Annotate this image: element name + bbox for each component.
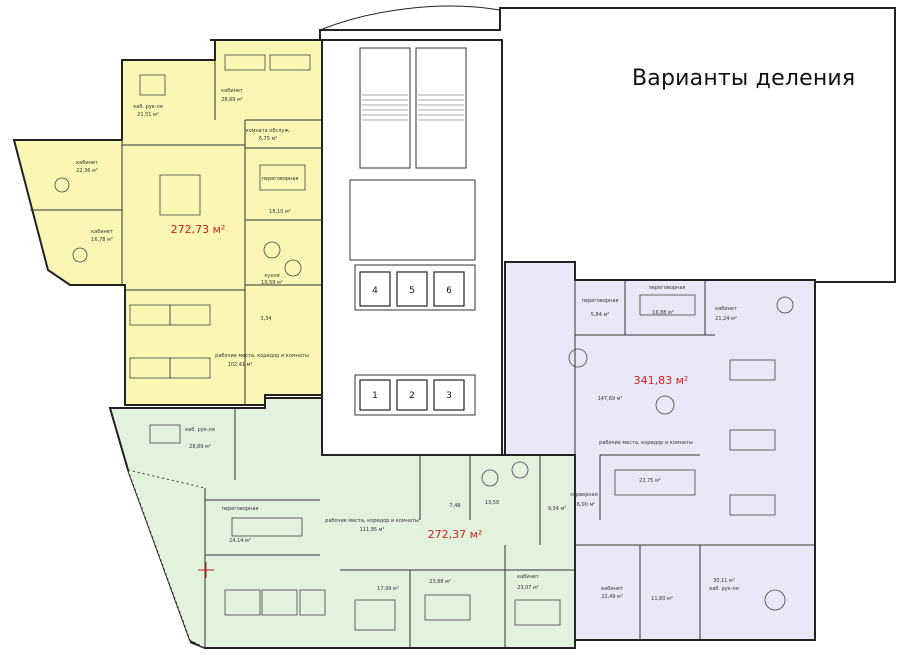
zone-green-furniture xyxy=(149,424,561,631)
room-area: 28,89 м² xyxy=(189,444,211,450)
elevator-label: 1 xyxy=(372,391,378,401)
room-area: 9,34 м² xyxy=(548,506,567,512)
room-name: переговорная xyxy=(262,176,299,182)
room-name: кухня xyxy=(264,273,279,279)
room-name: переговорная xyxy=(222,506,259,512)
zone-yellow-fill xyxy=(12,39,323,406)
room-name: каб. рук-ля xyxy=(133,104,163,110)
room-area: 30,11 м² xyxy=(713,578,735,584)
zone-yellow-walls xyxy=(30,60,322,405)
zone-green-walls xyxy=(204,408,575,648)
room-area: 7,48 xyxy=(449,503,460,509)
room-name: рабочие места, коридор и комнаты xyxy=(599,440,693,446)
room-area: 17,99 м² xyxy=(377,586,399,592)
room-name: кабинет xyxy=(517,574,539,580)
room-name: серверная xyxy=(570,492,598,498)
room-area: 23,07 м² xyxy=(517,585,539,591)
room-area: 6,00 м² xyxy=(577,502,596,508)
room-area: 22,49 м² xyxy=(601,594,623,600)
zone-violet-walls xyxy=(574,280,815,640)
room-name: кабинет xyxy=(601,586,623,592)
terrace-hatch xyxy=(127,469,206,649)
room-area: 111,95 м² xyxy=(360,527,385,533)
room-area: 22,75 м² xyxy=(639,478,661,484)
room-area: 22,36 м² xyxy=(76,168,98,174)
core: 4 5 6 1 2 3 xyxy=(321,39,503,456)
room-name: кабинет xyxy=(76,160,98,166)
room-area: 21,24 м² xyxy=(715,316,737,322)
elevator-label: 3 xyxy=(446,391,452,401)
stair-steps xyxy=(362,94,464,121)
zone-green xyxy=(108,397,576,649)
room-area: 24,14 м² xyxy=(229,538,251,544)
room-area: 147,69 м² xyxy=(598,396,623,402)
room-area: 11,60 м² xyxy=(651,596,673,602)
room-area: 18,10 м² xyxy=(269,209,291,215)
room-name: переговорная xyxy=(649,285,686,291)
zone-yellow xyxy=(12,39,323,406)
elevator-label: 2 xyxy=(409,391,415,401)
room-area: 16,78 м² xyxy=(91,237,113,243)
room-area: 21,51 м² xyxy=(137,112,159,118)
room-name: рабочие места, коридор и комнаты xyxy=(325,518,419,524)
zone-total-yellow: 272,73 м² xyxy=(171,223,226,236)
room-name: каб. рук-ля xyxy=(185,427,215,433)
room-name: кабинет xyxy=(221,88,243,94)
elevator-label: 4 xyxy=(372,286,378,296)
room-area: 102,41 м² xyxy=(228,362,253,368)
room-area: 10,59 м² xyxy=(261,280,283,286)
room-name: каб. рук-ля xyxy=(709,586,739,592)
room-area: 3,34 xyxy=(260,316,271,322)
zone-yellow-furniture xyxy=(54,54,311,379)
zone-violet-furniture xyxy=(568,294,794,611)
room-name: переговорная xyxy=(582,298,619,304)
zone-violet xyxy=(504,261,816,641)
elevator-label: 5 xyxy=(409,286,415,296)
zone-total-violet: 341,83 м² xyxy=(634,374,689,387)
room-area: 28,69 м² xyxy=(221,97,243,103)
room-area: 23,88 м² xyxy=(429,579,451,585)
room-name: комната обслуж. xyxy=(246,128,291,134)
room-name: рабочие места, коридор и комнаты xyxy=(215,353,309,359)
room-area: 6,75 м² xyxy=(259,136,278,142)
room-labels: каб. рук-ля 21,51 м² кабинет 28,69 м² ко… xyxy=(76,88,739,602)
elevator-label: 6 xyxy=(446,286,452,296)
room-area: 5,84 м² xyxy=(591,312,610,318)
zone-total-green: 272,37 м² xyxy=(428,528,483,541)
entry-marker-icon xyxy=(198,562,214,578)
plan-title: Варианты деления xyxy=(632,66,856,91)
room-area: 13,58 xyxy=(485,500,499,506)
room-name: кабинет xyxy=(715,306,737,312)
room-name: кабинет xyxy=(91,229,113,235)
room-area: 16,88 м² xyxy=(652,310,674,316)
